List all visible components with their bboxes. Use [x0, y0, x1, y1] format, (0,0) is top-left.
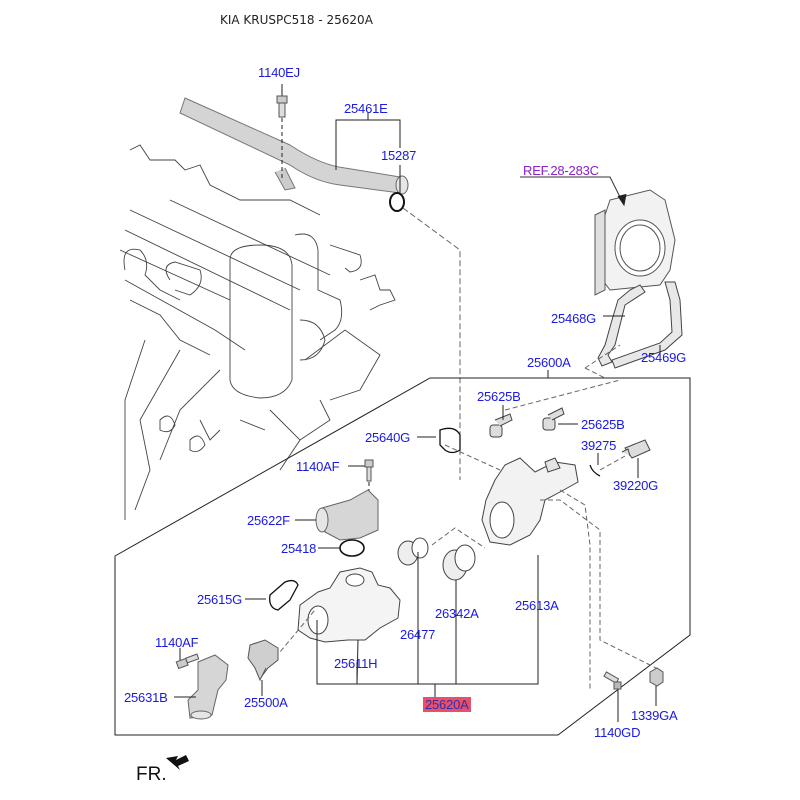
label-39220G[interactable]: 39220G [613, 478, 659, 493]
label-25625B-2[interactable]: 25625B [581, 417, 625, 432]
label-1140AF-upper[interactable]: 1140AF [296, 459, 340, 474]
seal-26477 [397, 537, 429, 566]
label-25640G[interactable]: 25640G [365, 430, 411, 445]
seal-26342A [442, 544, 476, 581]
label-26477[interactable]: 26477 [400, 627, 436, 642]
water-inlet-25622F [315, 489, 379, 541]
label-1339GA[interactable]: 1339GA [631, 708, 678, 723]
bolt-1140AF-lower [175, 648, 200, 670]
gasket-25615G [269, 579, 299, 611]
nut-1339GA [649, 667, 664, 706]
label-25613A[interactable]: 25613A [515, 598, 559, 613]
assembly-bracket-25620A [316, 552, 539, 697]
reference-link-28-283C[interactable]: REF.28-283C [523, 163, 599, 178]
sensor-39220G [621, 439, 651, 459]
label-25615G[interactable]: 25615G [197, 592, 243, 607]
water-elbow-25631B [187, 654, 229, 720]
hose-25468G [597, 284, 646, 367]
thermostat-housing-25611H [297, 567, 401, 643]
label-25469G[interactable]: 25469G [641, 350, 687, 365]
water-pipe-25461E [179, 97, 409, 195]
assembly-frame [114, 377, 691, 736]
clip-39275 [589, 464, 601, 477]
fitting-25625B-2 [542, 407, 565, 431]
label-1140AF-lower[interactable]: 1140AF [155, 635, 199, 650]
front-arrow-icon [166, 755, 189, 770]
throttle-body [594, 189, 676, 296]
label-1140EJ[interactable]: 1140EJ [258, 65, 300, 80]
bolt-1140EJ [276, 84, 288, 180]
oring-25418 [339, 539, 365, 557]
diagram-title: KIA KRUSPC518 - 25620A [220, 13, 373, 27]
label-39275[interactable]: 39275 [581, 438, 617, 453]
water-outlet-housing [481, 457, 579, 546]
label-25622F[interactable]: 25622F [247, 513, 290, 528]
label-26342A[interactable]: 26342A [435, 606, 479, 621]
label-25625B-1[interactable]: 25625B [477, 389, 521, 404]
bolt-1140GD [603, 671, 622, 722]
oring-15287 [389, 192, 405, 212]
thermostat-25500A [247, 639, 279, 682]
label-25600A[interactable]: 25600A [527, 355, 571, 370]
label-15287[interactable]: 15287 [381, 148, 417, 163]
front-direction-label: FR. [136, 764, 167, 785]
fitting-25625B-1 [489, 413, 513, 438]
label-25418[interactable]: 25418 [281, 541, 317, 556]
label-25461E[interactable]: 25461E [344, 101, 388, 116]
label-25468G[interactable]: 25468G [551, 311, 597, 326]
label-25611H[interactable]: 25611H [334, 656, 378, 671]
label-25620A-highlighted[interactable]: 25620A [423, 697, 471, 712]
gasket-25640G [439, 427, 461, 454]
label-25631B[interactable]: 25631B [124, 690, 168, 705]
hose-25469G [611, 281, 683, 369]
label-1140GD[interactable]: 1140GD [594, 725, 641, 740]
label-25500A[interactable]: 25500A [244, 695, 288, 710]
engine-block-sketch [119, 144, 396, 520]
